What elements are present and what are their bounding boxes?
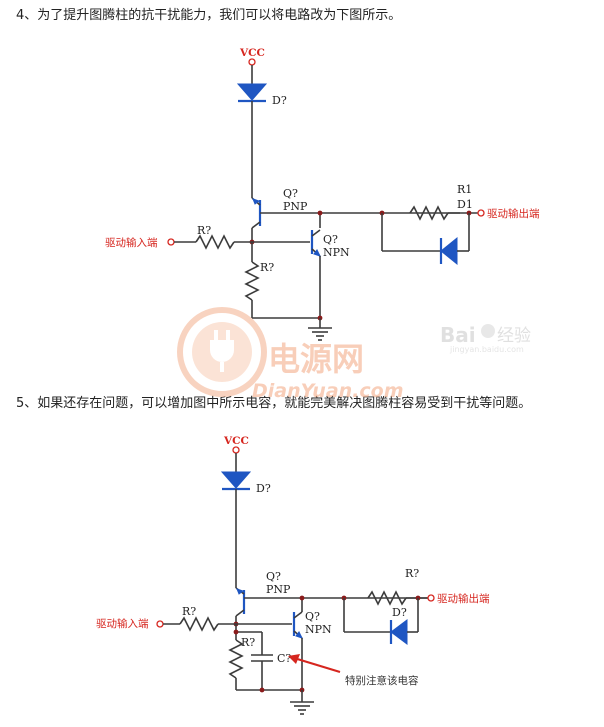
svg-text:Bai: Bai bbox=[440, 323, 476, 347]
annotation-arrow bbox=[288, 654, 341, 674]
npn-ref-label: Q? bbox=[305, 610, 320, 623]
resistor-output-label: R? bbox=[405, 567, 419, 580]
diode-output-label: D1 bbox=[457, 198, 473, 211]
diode-output bbox=[439, 236, 458, 266]
vcc-terminal bbox=[248, 58, 256, 66]
resistor-output bbox=[409, 205, 449, 221]
pnp-type-label: PNP bbox=[283, 200, 308, 213]
output-label: 驱动输出端 bbox=[437, 592, 490, 605]
circuit-diagram-2: VCC D? Q? PNP bbox=[96, 435, 490, 715]
pnp-ref-label: Q? bbox=[283, 187, 298, 200]
paragraph-step-5: 5、如果还存在问题，可以增加图中所示电容，就能完美解决图腾柱容易受到干扰等问题。 bbox=[16, 396, 532, 411]
paragraph-step-4: 4、为了提升图腾柱的抗干扰能力，我们可以将电路改为下图所示。 bbox=[16, 8, 402, 23]
npn-type-label: NPN bbox=[323, 246, 350, 259]
capacitor-label: C? bbox=[277, 652, 291, 665]
pnp-ref-label: Q? bbox=[266, 570, 281, 583]
resistor-output-label: R1 bbox=[457, 183, 472, 196]
input-terminal bbox=[156, 620, 164, 628]
junction-dot bbox=[299, 595, 305, 601]
resistor-pulldown bbox=[228, 639, 244, 679]
resistor-base-label: R? bbox=[182, 605, 196, 618]
watermark-en: DianYuan.com bbox=[252, 380, 404, 402]
input-terminal bbox=[167, 238, 175, 246]
pnp-transistor bbox=[251, 197, 262, 229]
ground-symbol bbox=[290, 690, 314, 715]
svg-text:经验: 经验 bbox=[497, 326, 531, 346]
capacitor-note: 特别注意该电容 bbox=[345, 674, 419, 687]
diode-top-label: D? bbox=[272, 94, 287, 107]
junction-dot bbox=[317, 210, 323, 216]
watermark-cn: 电源网 bbox=[268, 340, 364, 378]
input-label: 驱动输入端 bbox=[105, 236, 158, 249]
vcc-label: VCC bbox=[239, 47, 265, 59]
resistor-base bbox=[195, 234, 235, 250]
junction-dot bbox=[259, 687, 265, 693]
output-terminal bbox=[477, 209, 485, 217]
diode-output-label: D? bbox=[392, 606, 407, 619]
resistor-pulldown-label: R? bbox=[260, 261, 274, 274]
resistor-base bbox=[179, 616, 219, 632]
input-label: 驱动输入端 bbox=[96, 617, 149, 630]
output-terminal bbox=[427, 594, 435, 602]
pnp-transistor bbox=[235, 587, 246, 617]
npn-type-label: NPN bbox=[305, 623, 332, 636]
capacitor bbox=[251, 654, 273, 662]
output-label: 驱动输出端 bbox=[487, 207, 540, 220]
ground-symbol bbox=[308, 318, 332, 341]
watermark-dianyuan: 电源网 DianYuan.com bbox=[177, 307, 404, 402]
diode-top-label: D? bbox=[256, 482, 271, 495]
resistor-pulldown bbox=[244, 261, 260, 301]
vcc-terminal bbox=[232, 446, 240, 454]
pnp-type-label: PNP bbox=[266, 583, 291, 596]
resistor-pulldown-label: R? bbox=[241, 636, 255, 649]
npn-ref-label: Q? bbox=[323, 233, 338, 246]
svg-text:jingyan.baidu.com: jingyan.baidu.com bbox=[449, 345, 524, 354]
circuit-diagram-1: VCC D? Q? PNP bbox=[105, 47, 540, 341]
npn-transistor bbox=[310, 229, 321, 257]
diode-top bbox=[236, 83, 268, 103]
resistor-base-label: R? bbox=[197, 224, 211, 237]
watermark-baidu: Bai 经验 jingyan.baidu.com bbox=[440, 323, 531, 354]
junction-dot bbox=[233, 629, 239, 635]
vcc-label: VCC bbox=[223, 435, 249, 447]
diode-output bbox=[389, 619, 408, 645]
npn-transistor bbox=[292, 611, 303, 639]
resistor-output bbox=[367, 590, 407, 606]
diode-top bbox=[220, 471, 252, 491]
